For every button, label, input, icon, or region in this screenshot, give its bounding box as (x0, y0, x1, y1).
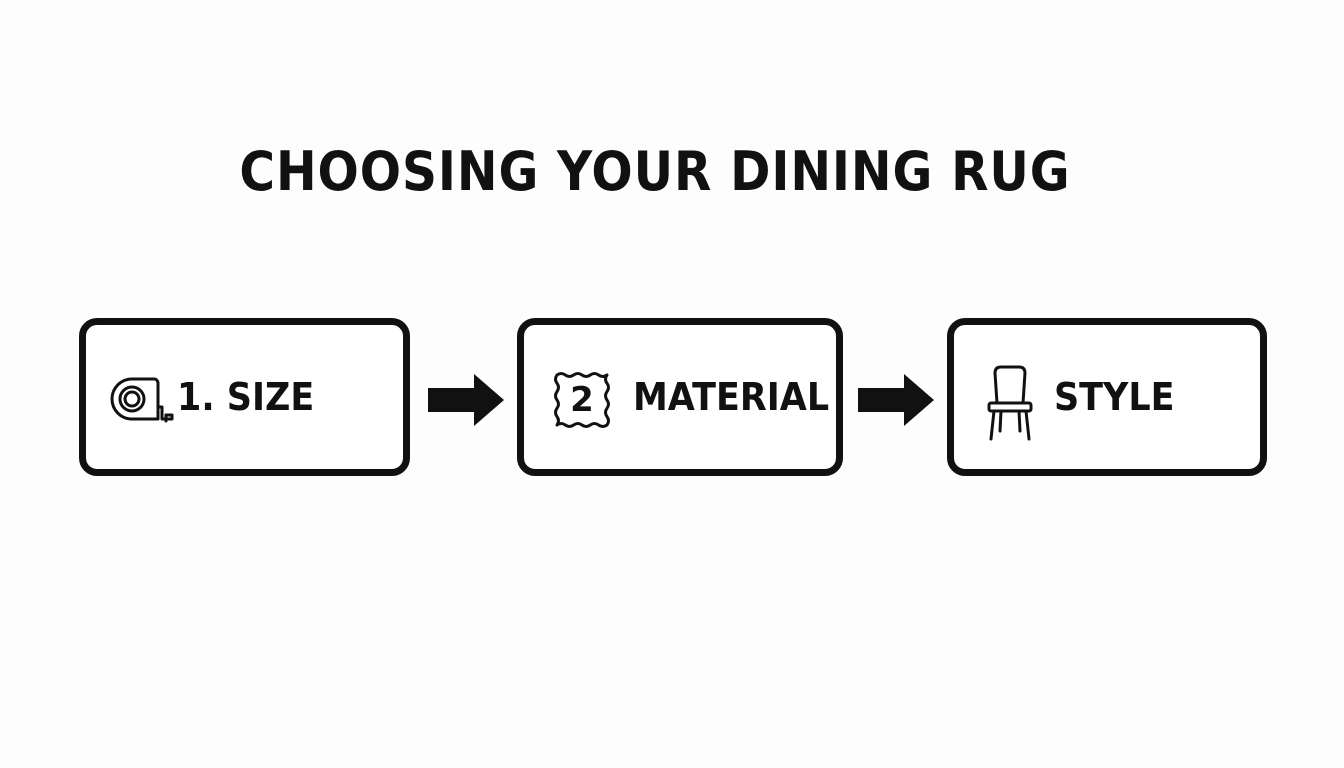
tape-measure-icon (110, 377, 174, 423)
fabric-swatch-icon (554, 372, 610, 428)
arrow-right-icon (858, 374, 934, 426)
step-style-box: STYLE (947, 318, 1267, 476)
chair-icon (987, 365, 1033, 441)
step-size-box: 1. SIZE (79, 318, 410, 476)
step-size-label: 1. SIZE (177, 375, 315, 419)
page-title: CHOOSING YOUR DINING RUG (239, 140, 1071, 203)
step-material-box: 2 MATERIAL (517, 318, 843, 476)
step-material-label: MATERIAL (633, 375, 830, 419)
swatch-number: 2 (570, 380, 594, 420)
step-style-label: STYLE (1054, 375, 1175, 419)
arrow-right-icon (428, 374, 504, 426)
